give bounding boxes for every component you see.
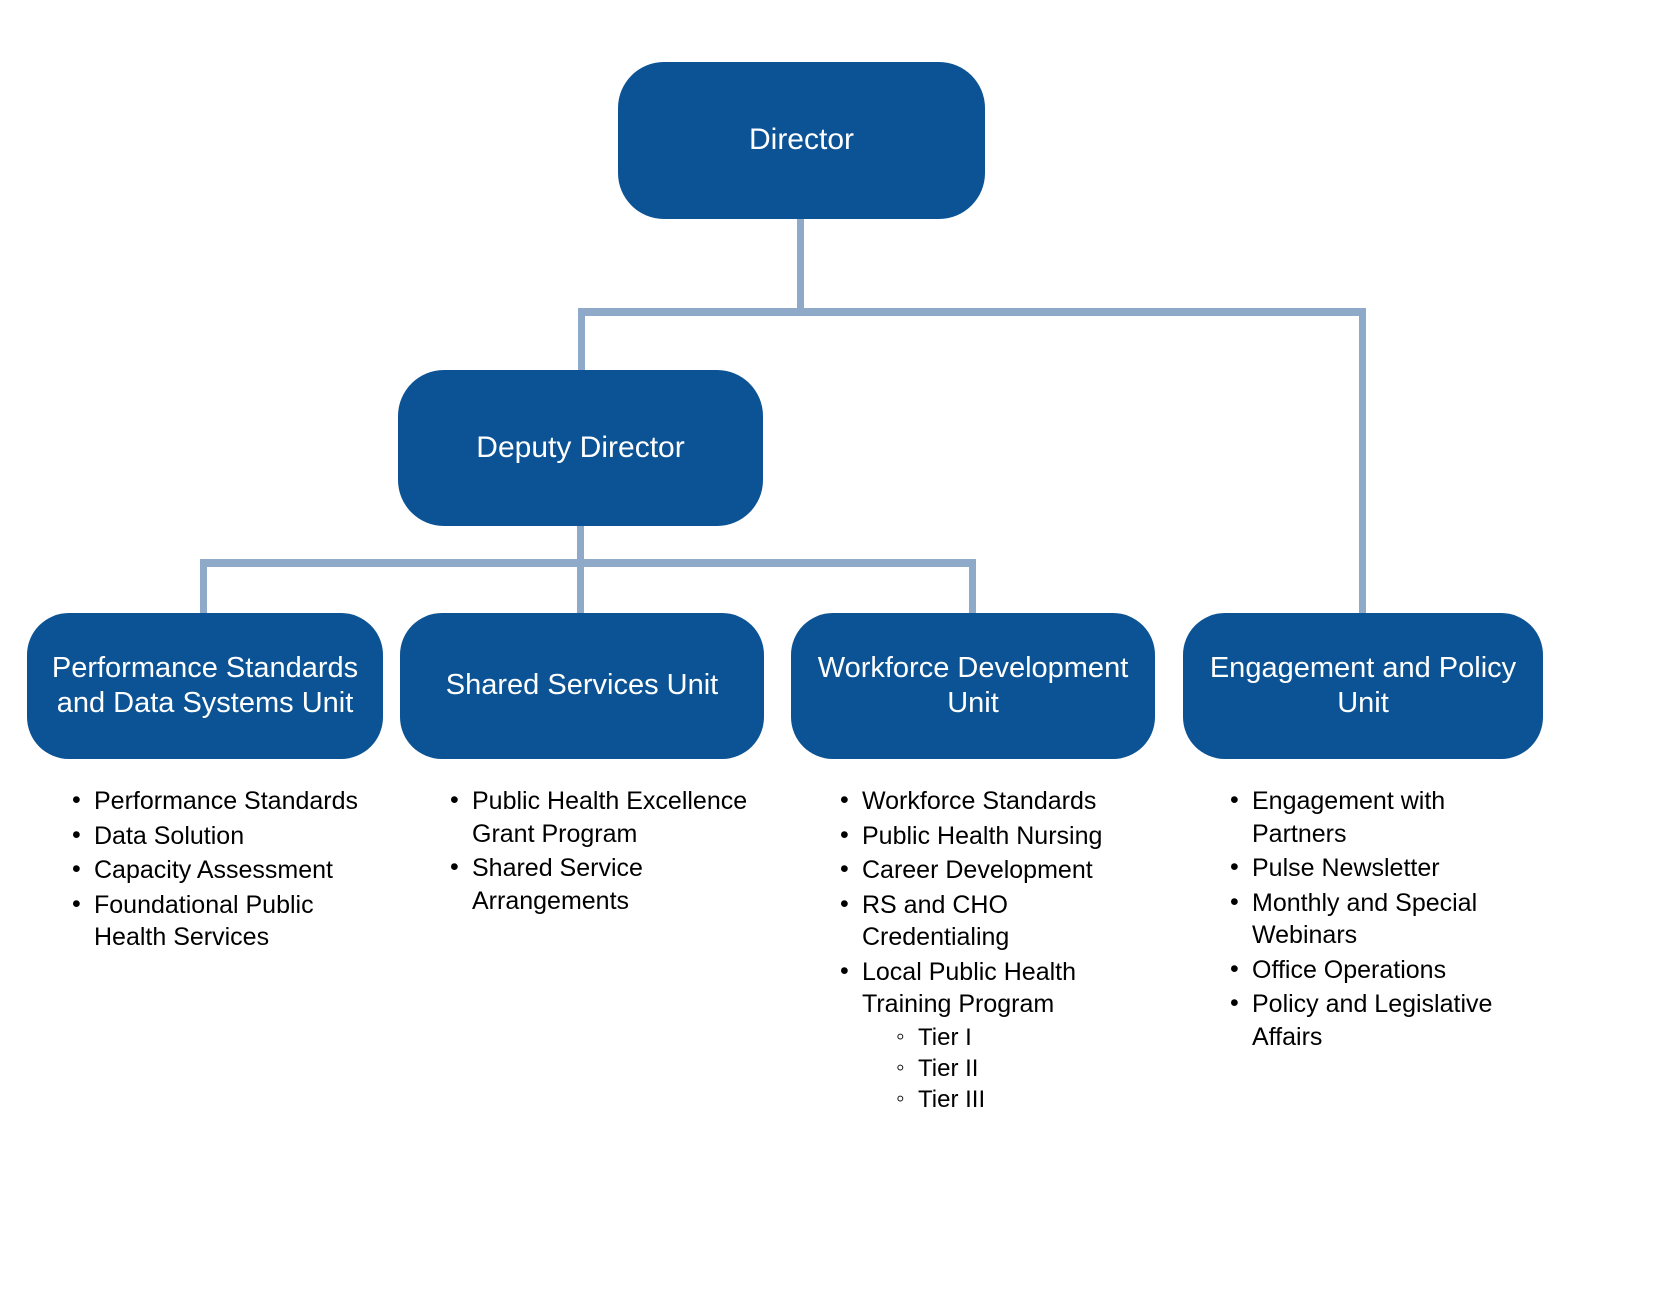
sub-bullet-item: Tier I	[896, 1020, 1158, 1053]
bullet-group: Engagement with PartnersPulse Newsletter…	[1200, 784, 1540, 1053]
connector-deputy-drop	[578, 313, 585, 371]
connector-engagement-drop	[1359, 313, 1366, 614]
node-deputy-director-label: Deputy Director	[476, 430, 685, 464]
bullet-group: Performance StandardsData SolutionCapaci…	[42, 784, 372, 954]
bullet-item: Performance Standards	[72, 784, 372, 818]
node-unit-2-label: Workforce Development Unit	[817, 651, 1129, 719]
unit-3-item-list: Engagement with PartnersPulse Newsletter…	[1200, 784, 1540, 1055]
bullet-item: Career Development	[840, 853, 1158, 887]
sub-bullet-item: Tier II	[896, 1052, 1158, 1084]
connector-unit-bus	[200, 559, 976, 567]
bullet-item: Workforce Standards	[840, 784, 1158, 818]
node-unit-1-label: Shared Services Unit	[445, 669, 719, 702]
unit-1-item-list: Public Health Excellence Grant ProgramSh…	[420, 784, 750, 919]
unit-0-item-list: Performance StandardsData SolutionCapaci…	[42, 784, 372, 956]
unit-2-item-list: Workforce StandardsPublic Health Nursing…	[810, 784, 1158, 1117]
bullet-item: Engagement with Partners	[1230, 784, 1540, 850]
node-workforce-development-unit[interactable]: Workforce Development Unit	[791, 613, 1155, 759]
node-shared-services-unit[interactable]: Shared Services Unit	[400, 613, 764, 759]
node-performance-standards-and-data-systems-unit[interactable]: Performance Standards and Data Systems U…	[27, 613, 383, 759]
node-unit-3-label: Engagement and Policy Unit	[1209, 651, 1517, 719]
bullet-item: Local Public Health Training ProgramTier…	[840, 955, 1158, 1116]
bullet-item: Monthly and Special Webinars	[1230, 886, 1540, 952]
connector-top-bus	[578, 308, 1366, 316]
bullet-item: Public Health Excellence Grant Program	[450, 784, 750, 850]
node-engagement-and-policy-unit[interactable]: Engagement and Policy Unit	[1183, 613, 1543, 759]
node-unit-0-label: Performance Standards and Data Systems U…	[51, 651, 359, 719]
connector-director-stem	[797, 219, 804, 314]
node-director-label: Director	[748, 123, 854, 157]
bullet-item: Capacity Assessment	[72, 853, 372, 887]
bullet-item: Data Solution	[72, 819, 372, 853]
bullet-item: Foundational Public Health Services	[72, 888, 372, 954]
bullet-group: Workforce StandardsPublic Health Nursing…	[810, 784, 1158, 1116]
node-director[interactable]: Director	[618, 62, 985, 219]
bullet-item: Shared Service Arrangements	[450, 851, 750, 917]
connector-deputy-stem	[577, 526, 584, 564]
sub-bullet-group: Tier ITier IITier III	[862, 1020, 1158, 1116]
sub-bullet-item: Tier III	[896, 1083, 1158, 1115]
bullet-item: RS and CHO Credentialing	[840, 888, 1158, 954]
bullet-item: Policy and Legislative Affairs	[1230, 987, 1540, 1053]
bullet-group: Public Health Excellence Grant ProgramSh…	[420, 784, 750, 917]
node-deputy-director[interactable]: Deputy Director	[398, 370, 763, 526]
bullet-item: Office Operations	[1230, 953, 1540, 987]
connector-unit-1-drop	[577, 563, 584, 615]
connector-unit-0-drop	[200, 563, 207, 615]
connector-unit-2-drop	[969, 563, 976, 615]
bullet-item: Public Health Nursing	[840, 819, 1158, 853]
bullet-item: Pulse Newsletter	[1230, 851, 1540, 885]
